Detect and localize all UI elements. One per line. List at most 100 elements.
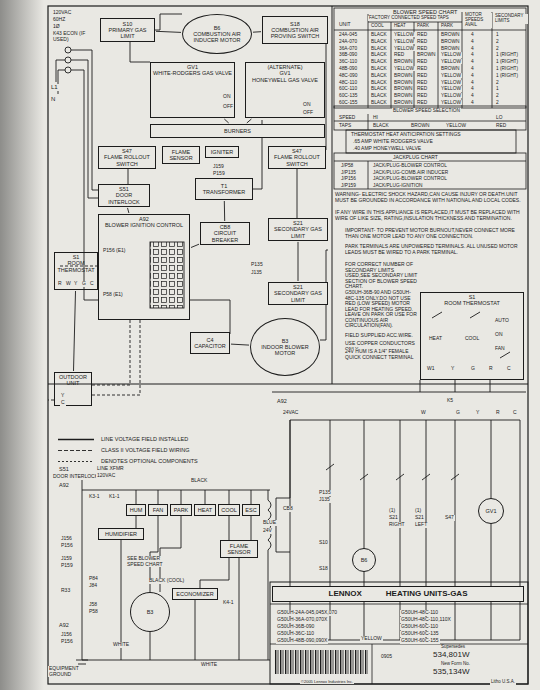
component-label: ROOM THERMOSTAT [444, 300, 500, 306]
wiring-label: Y [60, 393, 65, 399]
wiring-label: 1 [495, 32, 500, 37]
component-box: C4CAPACITOR [190, 332, 230, 354]
wiring-label: BLACK [370, 52, 388, 57]
component-label: COMBUSTION AIR INDUCER MOTOR [191, 31, 243, 44]
wiring-label: 120VAC [96, 473, 116, 479]
wiring-label: YELLOW [360, 636, 383, 642]
component-label: SECONDARY GAS LIMIT [271, 226, 325, 239]
component-box: ESC [242, 504, 260, 516]
ladder-wire [272, 380, 526, 640]
wiring-label: G50UH-24A-045,045X,070 [276, 610, 338, 616]
wiring-label: S18 [318, 566, 329, 572]
wiring-label: G50UH-36B-090 [276, 624, 315, 630]
component-label: SECONDARY GAS LIMIT [271, 290, 325, 303]
wiring-label: ©2005 Lennox Industries Inc. [300, 680, 354, 684]
page-frame [48, 6, 528, 684]
wiring-label: 1 (RIGHT) [495, 66, 519, 71]
thermostat-switch [432, 312, 510, 358]
wiring-label: 4 [470, 93, 475, 98]
wiring-label: JACK/PLUG-IGNITION [372, 183, 424, 188]
field-wiring [48, 14, 328, 400]
wiring-label: R [57, 281, 63, 287]
wiring-label: G50UH-36C-110 [276, 631, 315, 637]
wiring-label: BLACK [370, 93, 388, 98]
wire-connector [128, 208, 129, 213]
wiring-label: RED [416, 32, 428, 37]
component-box: HEAT [194, 504, 216, 516]
wiring-label: C [506, 366, 512, 372]
component-label: S21 [293, 220, 303, 226]
component-label: COMBUSTION AIR PROVING SWITCH [265, 27, 325, 40]
wiring-label: P135 [250, 262, 264, 268]
component-box: CB8CIRCUIT BREAKER [200, 222, 250, 245]
component-box: GV1WHITE-RODGERS GAS VALVE [150, 62, 235, 118]
wiring-label: A92 [58, 482, 70, 488]
wiring-label: WHITE [112, 642, 130, 648]
component-box: A92BLOWER IGNITION CONTROL [98, 214, 190, 320]
wiring-label: .40 AMP HONEYWELL VALVE [352, 146, 422, 152]
wiring-label: OFF [222, 104, 234, 110]
wiring-label: P58 [88, 609, 99, 615]
wiring-label: S10 [318, 540, 329, 546]
component-label: HEATING UNITS-GAS [386, 589, 468, 598]
wiring-label: BROWN [393, 93, 413, 98]
wiring-label: THERMOSTAT HEAT ANTICIPATION SETTINGS [350, 132, 462, 138]
wiring-label: YELLOW [393, 32, 415, 37]
wiring-label: JACK/PLUG-BLOWER CONTROL [372, 163, 448, 168]
title-block [270, 582, 528, 684]
wiring-label: J/P135 [340, 170, 357, 175]
wiring-label: BLACK [190, 478, 208, 484]
wiring-label: .65 AMP WHITE RODGERS VALVE [352, 139, 434, 145]
terminal [65, 57, 71, 63]
wiring-label: YELLOW [440, 73, 462, 78]
component-label: HUMIDIFIER [105, 531, 137, 537]
wiring-label: New Form No. [440, 662, 471, 667]
wiring-label: OFF [302, 110, 314, 116]
component-box: S10PRIMARY GAS LIMIT [100, 18, 155, 42]
component-label: B6 [214, 25, 221, 31]
component-box: T1TRANSFORMER [195, 178, 253, 200]
wiring-label: FOR CORRECT NUMBER OF SECONDARY LIMITS U… [344, 262, 420, 290]
wiring-label: J84 [88, 583, 98, 589]
wiring-label: K5 [446, 398, 454, 404]
component-label: S1 [469, 294, 476, 300]
wiring-label: YELLOW [440, 93, 462, 98]
wiring-label: 1 (RIGHT) [495, 73, 519, 78]
wiring-label: WARNING- ELECTRIC SHOCK HAZARD,CAN CAUSE… [334, 192, 526, 203]
component-label: (ALTERNATE) [267, 64, 302, 70]
legend-sample [58, 450, 94, 451]
wiring-label: 535,134W [432, 668, 470, 677]
wiring-label: PARK TERMINALS ARE UNPOWERED TERMINALS. … [344, 244, 526, 255]
wiring-label: 24A-070 [338, 39, 358, 44]
component-label: GV1 [279, 70, 290, 76]
wiring-label: L1 [50, 84, 59, 91]
wiring-label: (1) [388, 508, 396, 514]
jack-plug-pins [150, 242, 184, 308]
component-box: PARK [170, 504, 192, 516]
component-label: FLAME ROLLOUT SWITCH [101, 154, 153, 167]
wiring-label: J/P58 [340, 163, 354, 168]
wiring-label: G [470, 366, 476, 372]
legend-text: CLASS II VOLTAGE FIELD WIRING [100, 447, 190, 453]
component-label: GV1 [486, 508, 497, 514]
wiring-label: SPEED [338, 115, 356, 120]
wiring-label: JACK/PLUG-COMB.AIR INDUCER [372, 170, 449, 175]
wiring-label: BROWN [416, 52, 436, 57]
table-lines [334, 12, 526, 108]
wiring-label: BLACK [370, 39, 388, 44]
wiring-label: IMPORTANT- TO PREVENT MOTOR BURNOUT,NEVE… [344, 228, 526, 239]
wiring-label: Y [475, 410, 480, 416]
switch-contact [326, 464, 459, 480]
component-label: T1 [221, 183, 227, 189]
wiring-label: RED [416, 100, 428, 105]
component-box: S21SECONDARY GAS LIMIT [268, 218, 328, 241]
wiring-label: 60C-135 [338, 93, 358, 98]
wiring-label: K3-1 [88, 494, 101, 500]
wiring-label: COOL [370, 24, 385, 29]
component-label: CIRCUIT BREAKER [203, 230, 247, 243]
wiring-label: BROWN [410, 123, 430, 128]
table-frame [346, 130, 516, 153]
wiring-label: BROWN [393, 59, 413, 64]
wiring-label: 24V HUM IS A 1/4" FEMALE QUICK CONNECT T… [344, 349, 420, 360]
wiring-label: BLACK [370, 66, 388, 71]
